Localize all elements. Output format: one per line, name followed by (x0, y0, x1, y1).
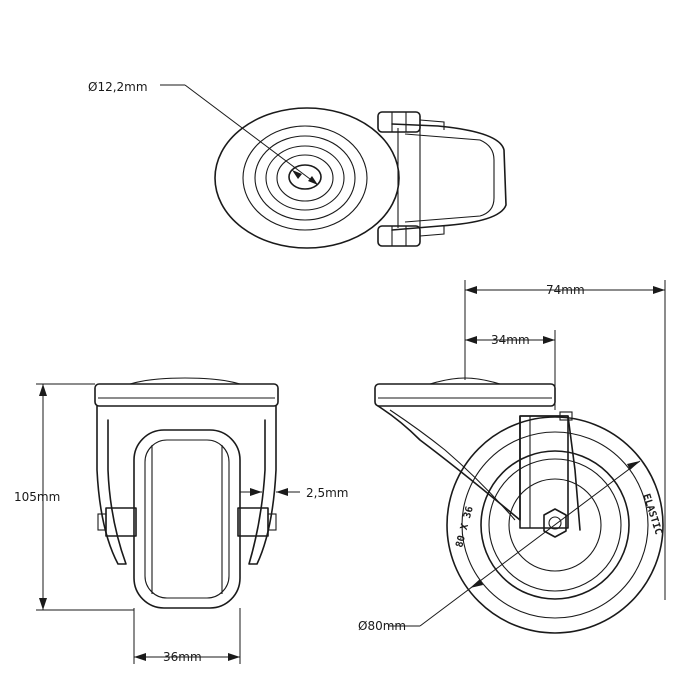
side-wheel-hub (508, 478, 602, 572)
wheel-diameter-leader (419, 460, 641, 627)
tread-size-marking: 80 X 36 (454, 505, 476, 549)
top-plate-ring-2 (254, 135, 356, 221)
height-label: 105mm (14, 490, 60, 504)
offset-label: 34mm (491, 333, 530, 347)
top-view (160, 84, 507, 249)
front-wheel-inner (144, 439, 230, 599)
top-plate-outline (214, 107, 400, 249)
front-wheel (133, 429, 241, 609)
bolt-hole (288, 164, 322, 190)
bolt-hole-label: Ø12,2mm (88, 80, 148, 94)
front-plate-hub (129, 377, 241, 385)
top-plate-ring-4 (276, 154, 334, 202)
bracket-thickness-label: 2,5mm (306, 486, 348, 500)
top-fork-lines (397, 126, 421, 230)
front-fork-left (96, 405, 127, 565)
top-wheel-outline (404, 133, 495, 223)
wheel-diameter-label: Ø80mm (358, 619, 406, 633)
front-top-plate (94, 383, 279, 407)
length-label: 74mm (546, 283, 585, 297)
side-wheel-tread-inner (461, 431, 649, 619)
front-nut-right (237, 507, 269, 537)
side-wheel-outer (446, 416, 664, 634)
front-view (36, 377, 300, 664)
top-nut-upper (377, 111, 421, 133)
side-wheel-rim-inner (488, 458, 622, 592)
side-fork-inner (389, 409, 516, 521)
front-fork-right (248, 405, 277, 565)
top-fork-body (391, 123, 507, 231)
top-plate-ring-3 (265, 145, 345, 211)
top-axle-ends (419, 119, 445, 237)
bolt-hole-leader (184, 84, 319, 186)
top-plate-ring-1 (242, 125, 368, 231)
front-nut-left (105, 507, 137, 537)
side-axle-nut (543, 508, 567, 538)
wheel-width-label: 36mm (163, 650, 202, 664)
side-top-plate (374, 383, 556, 407)
side-view (374, 280, 666, 634)
side-wheel-rim (480, 450, 630, 600)
